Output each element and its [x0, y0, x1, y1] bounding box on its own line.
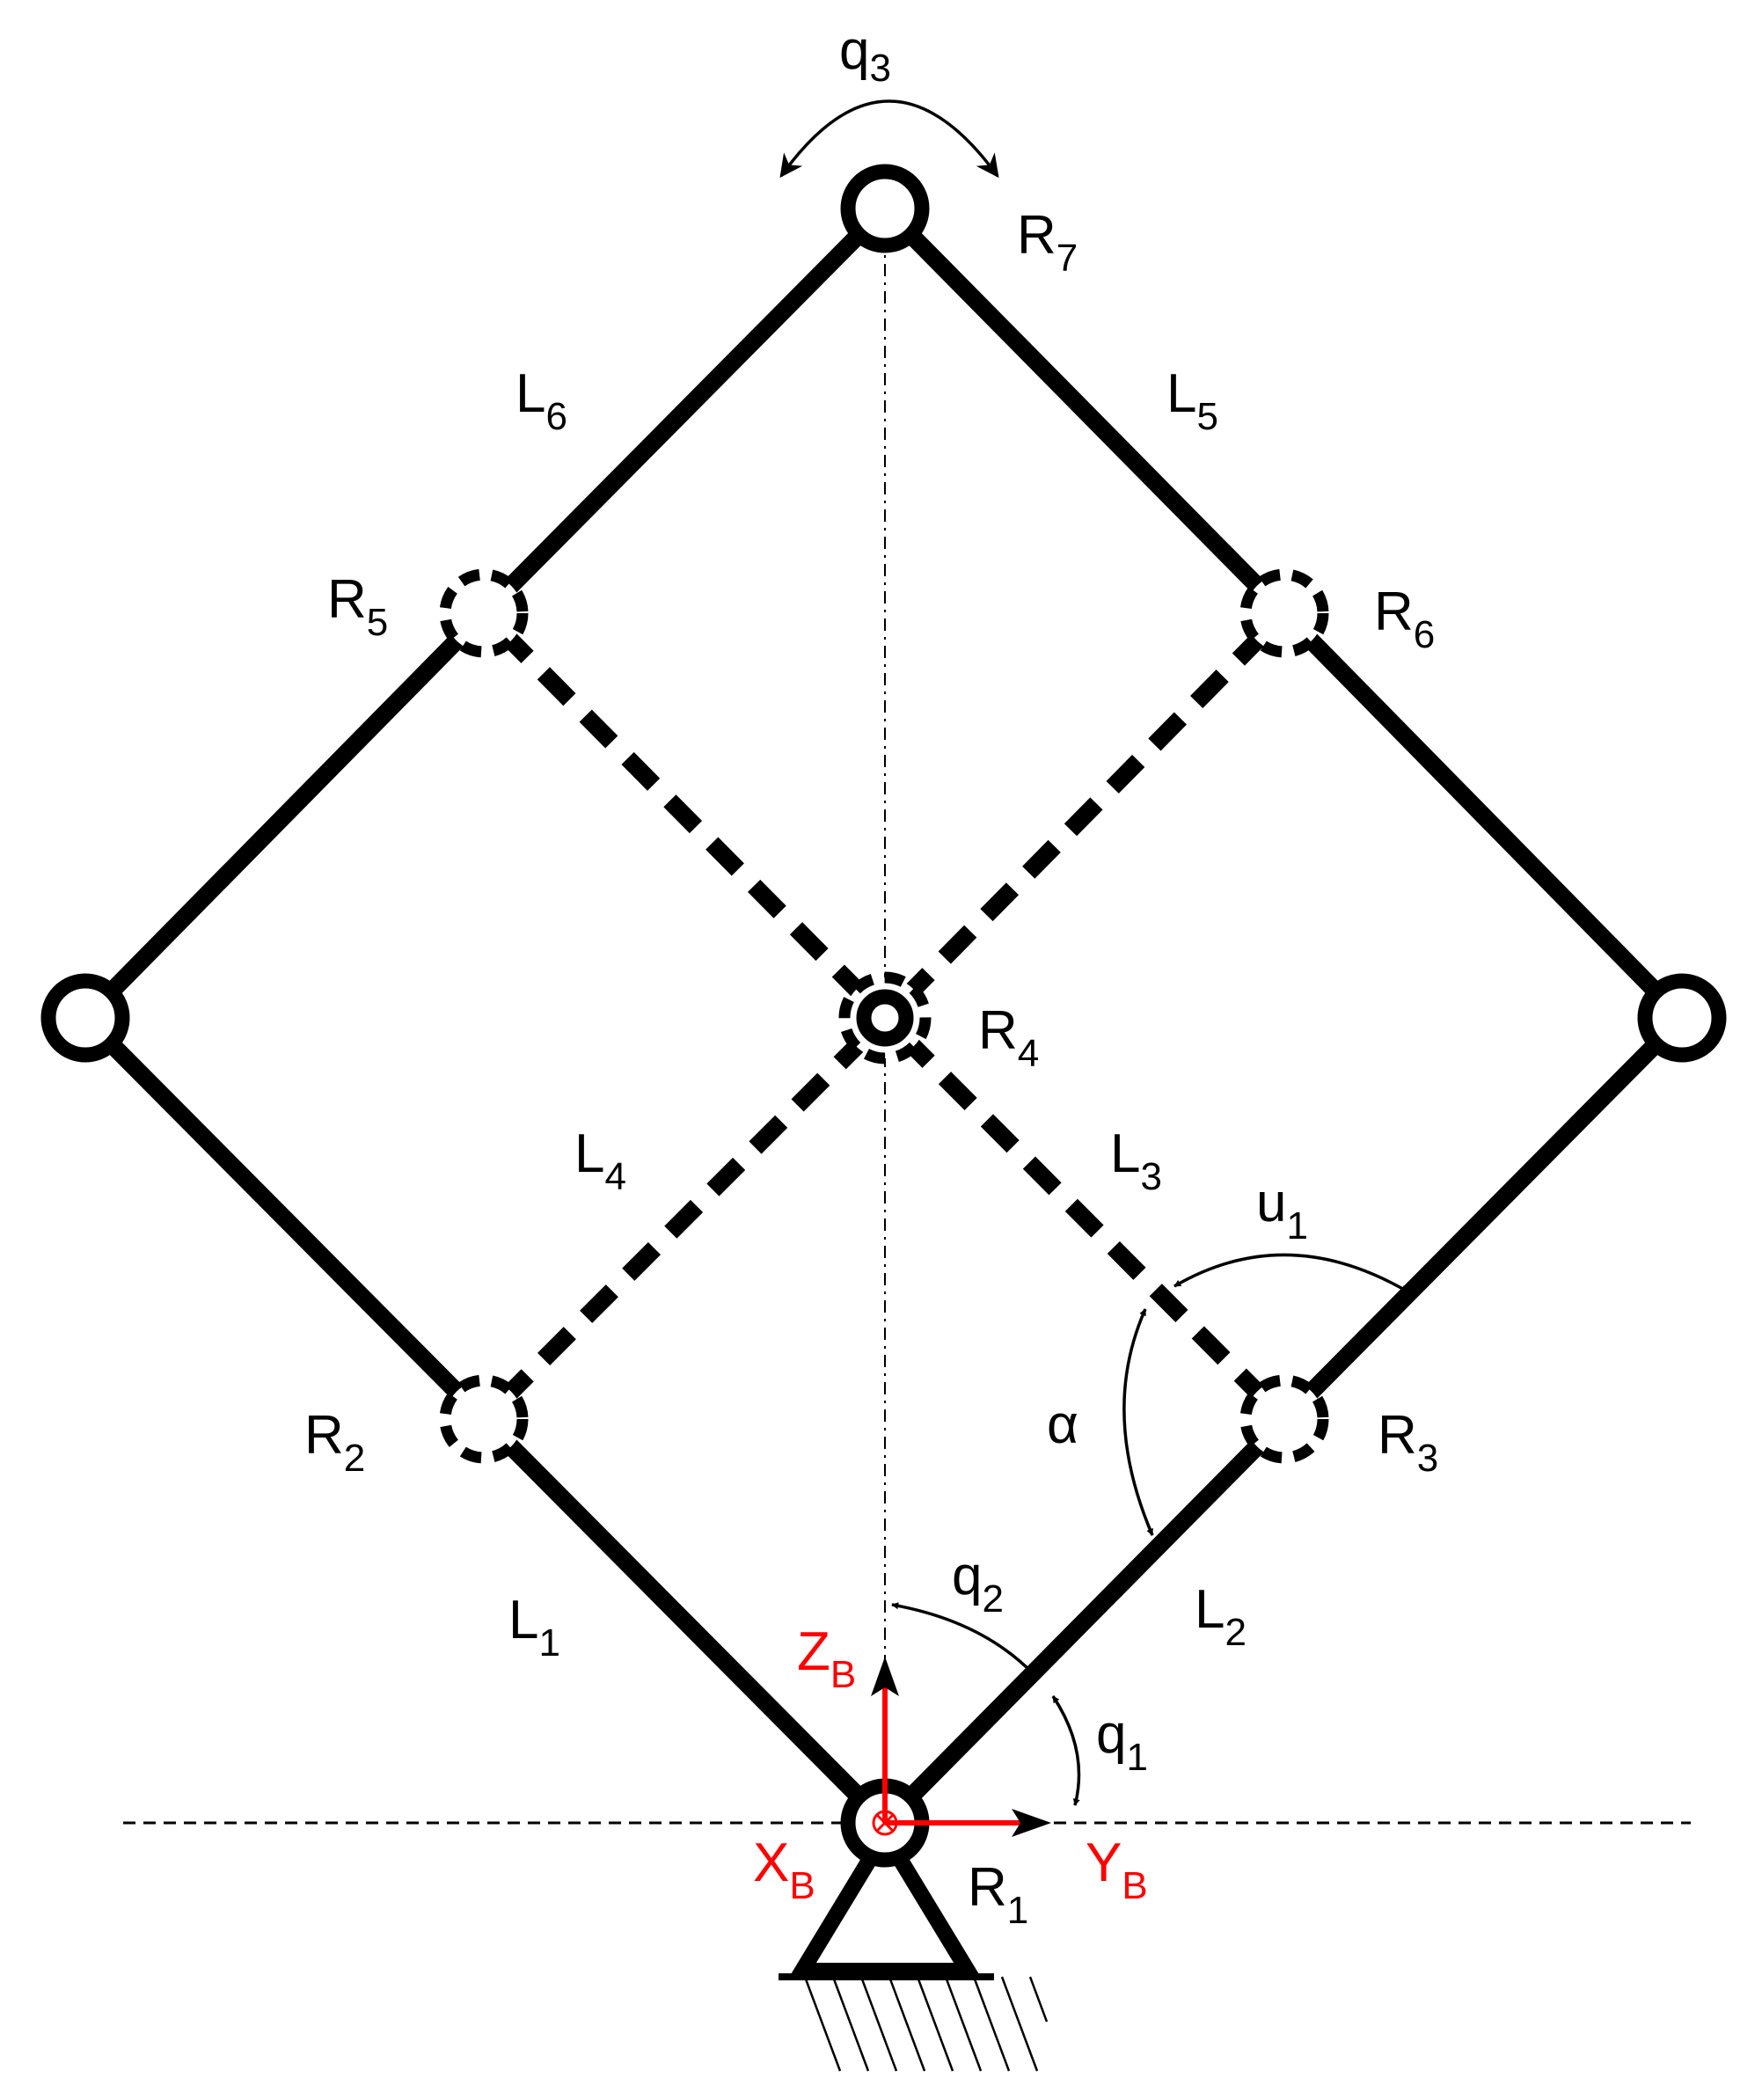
q3-rotation-arc — [779, 99, 999, 179]
link-R4-R6 — [896, 624, 1274, 1007]
alpha-angle-arc — [1122, 1308, 1154, 1536]
z-axis-arrow-head — [871, 1657, 899, 1696]
q2-angle-arc — [891, 1602, 1035, 1675]
label-ZB: ZB — [797, 1621, 856, 1696]
joint-R5 — [439, 568, 529, 658]
solid-links — [78, 201, 1689, 1830]
link-L5 — [878, 201, 1291, 620]
label-L1: L1 — [508, 1590, 560, 1665]
joint-left — [40, 973, 130, 1063]
label-L5: L5 — [1166, 363, 1218, 438]
x-axis-cross-b — [875, 1813, 895, 1833]
label-alpha: α — [1047, 1394, 1078, 1455]
link-right-lower — [1277, 1011, 1689, 1426]
joint-R7 — [840, 164, 930, 253]
label-L2: L2 — [1195, 1579, 1247, 1654]
base-support — [788, 1818, 982, 1979]
label-q3: q3 — [839, 20, 891, 90]
dashed-links — [494, 624, 1274, 1409]
label-R7: R7 — [1017, 205, 1078, 280]
link-left-lower — [78, 1011, 491, 1426]
x-axis-out-of-plane-icon — [872, 1810, 898, 1836]
link-L6 — [477, 201, 892, 620]
label-q2: q2 — [952, 1546, 1004, 1621]
link-L4 — [494, 1028, 874, 1409]
label-R1: R1 — [968, 1857, 1028, 1932]
link-L2 — [878, 1412, 1291, 1830]
label-R2: R2 — [304, 1405, 365, 1480]
joint-R3 — [1239, 1374, 1329, 1464]
q1-angle-arc — [1051, 1695, 1081, 1806]
u1-angle-arc — [1173, 1253, 1408, 1293]
link-L3 — [896, 1028, 1274, 1409]
joint-R6 — [1239, 568, 1329, 658]
label-u1: u1 — [1256, 1173, 1308, 1248]
label-R3: R3 — [1378, 1405, 1438, 1480]
y-axis-arrow-head — [1012, 1809, 1051, 1837]
label-XB: XB — [753, 1833, 815, 1907]
label-YB: YB — [1086, 1833, 1148, 1907]
label-q1: q1 — [1096, 1704, 1148, 1779]
ground-hatching — [803, 1976, 1049, 2072]
joint-right — [1637, 973, 1727, 1063]
base-frame — [871, 1657, 1051, 1837]
label-R5: R5 — [327, 569, 388, 644]
link-R5-R4 — [494, 624, 874, 1007]
label-L6: L6 — [515, 363, 567, 438]
link-left-upper — [78, 606, 491, 1025]
joint-R4-inner — [856, 989, 914, 1047]
joint-R2 — [439, 1374, 529, 1464]
link-right-upper — [1277, 606, 1689, 1025]
link-L1 — [477, 1412, 892, 1830]
label-R6: R6 — [1374, 582, 1435, 656]
label-R4: R4 — [978, 1000, 1039, 1075]
label-L4: L4 — [574, 1123, 626, 1198]
label-L3: L3 — [1110, 1123, 1162, 1198]
